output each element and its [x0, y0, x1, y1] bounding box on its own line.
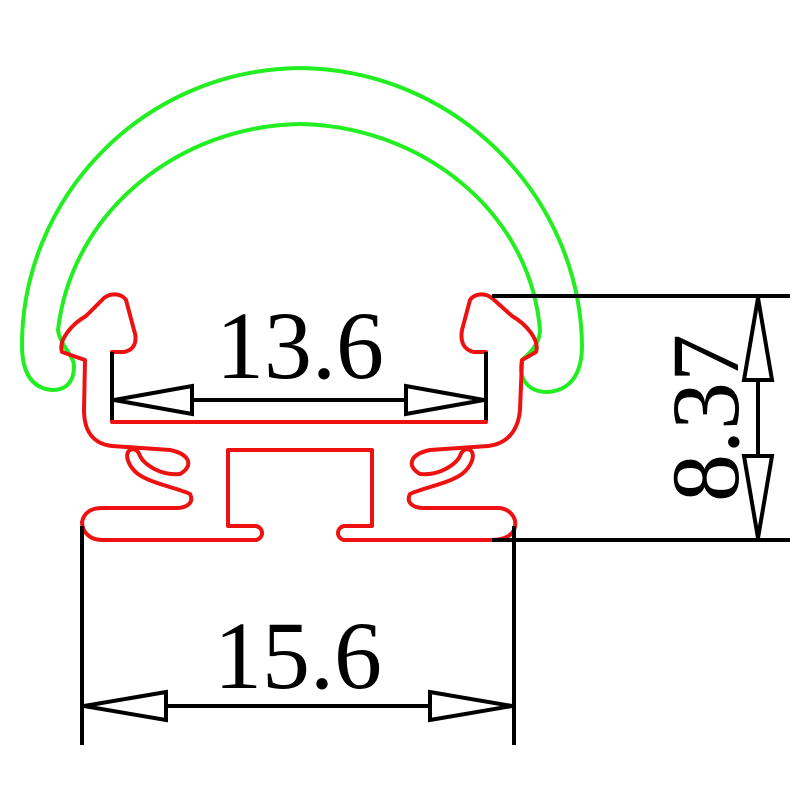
- inner-width-label: 13.6: [216, 292, 384, 399]
- height-label: 8.37: [652, 334, 759, 502]
- outer-width-label: 15.6: [214, 602, 382, 709]
- aluminium-profile: [59, 292, 539, 542]
- inner-width-arrow-right: [404, 383, 485, 417]
- inner-width-arrow-left: [113, 383, 194, 417]
- dimension-inner-width: 13.6: [110, 292, 488, 420]
- height-arrow-top: [741, 297, 775, 382]
- height-arrow-bottom: [741, 454, 775, 539]
- dimension-height: 8.37: [492, 294, 790, 542]
- outer-width-arrow-right: [428, 689, 513, 723]
- outer-width-arrow-left: [83, 689, 168, 723]
- dimension-outer-width: 15.6: [80, 526, 516, 745]
